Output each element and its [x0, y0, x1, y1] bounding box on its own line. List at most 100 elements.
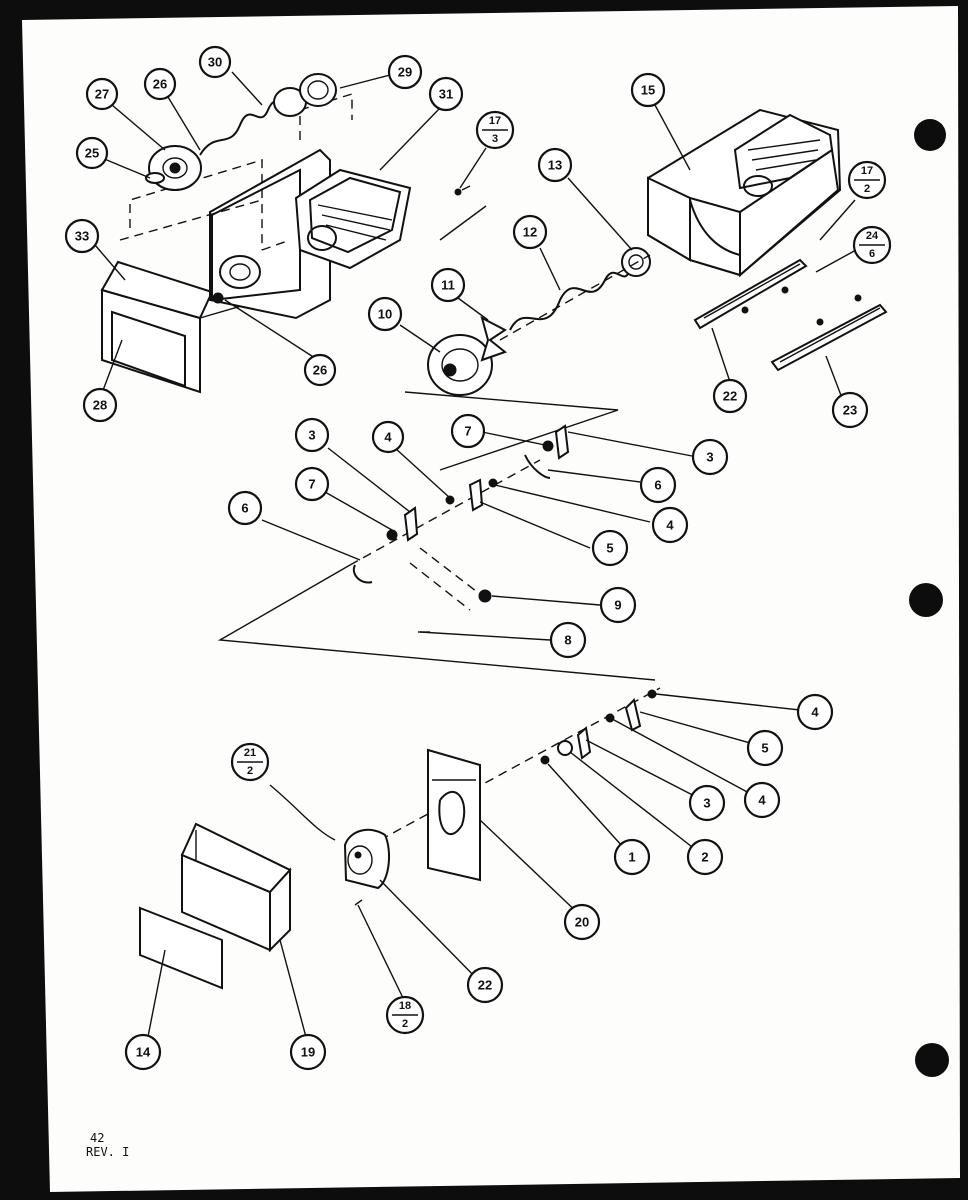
callout-label: 10: [378, 307, 392, 322]
callout-4-c: 4: [796, 693, 834, 731]
callout-label: 14: [136, 1045, 151, 1060]
callout-label: 13: [548, 158, 562, 173]
callout-label: 31: [439, 87, 453, 102]
callout-6-a: 6: [639, 466, 677, 504]
punch-hole-middle: [909, 583, 943, 617]
callout-label: 4: [384, 430, 392, 445]
callout-20: 22: [466, 966, 504, 1004]
callout-3-c: 3: [688, 784, 726, 822]
callout-5-b: 5: [746, 729, 784, 767]
callout-1: 1: [613, 838, 651, 876]
dispenser-motor-assembly: [139, 687, 819, 1053]
callout-label: 28: [93, 398, 107, 413]
callout-23: 23: [831, 391, 869, 429]
callout-label: 26: [153, 77, 167, 92]
callout-fraction-bottom: 6: [869, 248, 875, 260]
callout-label: 20: [575, 915, 589, 930]
callout-label: 15: [641, 83, 655, 98]
ice-bucket-assembly: [399, 104, 888, 471]
callout-fraction-bottom: 3: [492, 133, 498, 145]
callout-4-b: 4: [651, 506, 689, 544]
callout-15: 15: [630, 72, 666, 108]
callout-label: 22: [478, 978, 492, 993]
callout-14: 14: [124, 1033, 162, 1071]
callout-30: 30: [198, 45, 232, 79]
callout-label: 22: [723, 389, 737, 404]
callout-9: 9: [599, 586, 637, 624]
callout-4-a: 4: [371, 420, 405, 454]
callout-fraction-bottom: 2: [247, 765, 253, 777]
callout-label: 3: [706, 450, 713, 465]
callout-label: 30: [208, 55, 222, 70]
solenoid-linkage-assembly: [217, 424, 693, 681]
callout-label: 12: [523, 225, 537, 240]
callout-16: 19: [289, 1033, 327, 1071]
callout-7-b: 7: [294, 466, 330, 502]
callout-8: 8: [549, 621, 587, 659]
callout-label: 25: [85, 146, 99, 161]
punch-hole-top: [914, 119, 946, 151]
callout-label: 5: [606, 541, 613, 556]
page-footer: 42 REV. I: [86, 1131, 129, 1159]
callout-3-b: 3: [691, 438, 729, 476]
callout-label: 4: [758, 793, 766, 808]
callout-label: 1: [628, 850, 635, 865]
callout-24-6: 24 6: [852, 225, 892, 265]
callout-19: 20: [563, 903, 601, 941]
callout-26: 26: [303, 353, 337, 387]
callout-label: 5: [761, 741, 768, 756]
callout-label: 2: [701, 850, 708, 865]
callout-7-a: 7: [450, 413, 486, 449]
callout-18-2: 18 2: [385, 995, 425, 1035]
callout-4-d: 4: [743, 781, 781, 819]
callout-27: 26: [143, 67, 177, 101]
callout-6-b: 6: [227, 490, 263, 526]
callout-fraction-top: 24: [866, 230, 879, 242]
callout-33: 33: [64, 218, 100, 254]
callout-32: 31: [428, 76, 464, 112]
callout-fraction-top: 17: [861, 165, 873, 177]
callout-label: 4: [811, 705, 819, 720]
callout-label: 33: [75, 229, 89, 244]
callout-label: 27: [95, 87, 109, 102]
callout-11: 11: [430, 267, 466, 303]
callout-12: 12: [512, 214, 548, 250]
callout-label: 26: [313, 363, 327, 378]
callout-22: 22: [712, 378, 748, 414]
revision-label: REV. I: [86, 1145, 129, 1159]
callout-5-a: 5: [591, 529, 629, 567]
callout-21-2: 21 2: [230, 742, 270, 782]
callout-fraction-top: 17: [489, 115, 501, 127]
callout-25: 25: [75, 136, 109, 170]
callout-label: 7: [308, 477, 315, 492]
callout-label: 19: [301, 1045, 315, 1060]
page-number: 42: [90, 1131, 104, 1145]
callout-label: 7: [464, 424, 471, 439]
callout-label: 3: [308, 428, 315, 443]
callout-label: 8: [564, 633, 571, 648]
callout-10: 10: [367, 296, 403, 332]
callout-3-a: 3: [294, 417, 330, 453]
callout-fraction-bottom: 2: [864, 183, 870, 195]
ice-maker-housing-assembly: [94, 71, 487, 394]
callout-label: 11: [441, 278, 455, 293]
callout-31: 27: [85, 77, 119, 111]
callout-17-3: 17 3: [475, 110, 515, 150]
callout-29: 29: [387, 54, 423, 90]
callout-label: 29: [398, 65, 412, 80]
callout-fraction-bottom: 2: [402, 1018, 408, 1030]
callout-label: 4: [666, 518, 674, 533]
punch-hole-bottom: [915, 1043, 949, 1077]
callout-17-2: 17 2: [847, 160, 887, 200]
callout-2: 2: [686, 838, 724, 876]
callout-label: 6: [241, 501, 248, 516]
callout-label: 6: [654, 478, 661, 493]
callout-label: 3: [703, 796, 710, 811]
callout-label: 9: [614, 598, 621, 613]
callout-fraction-top: 18: [399, 1000, 411, 1012]
callout-13: 13: [537, 147, 573, 183]
callout-fraction-top: 21: [244, 747, 256, 759]
callout-28: 28: [82, 387, 118, 423]
